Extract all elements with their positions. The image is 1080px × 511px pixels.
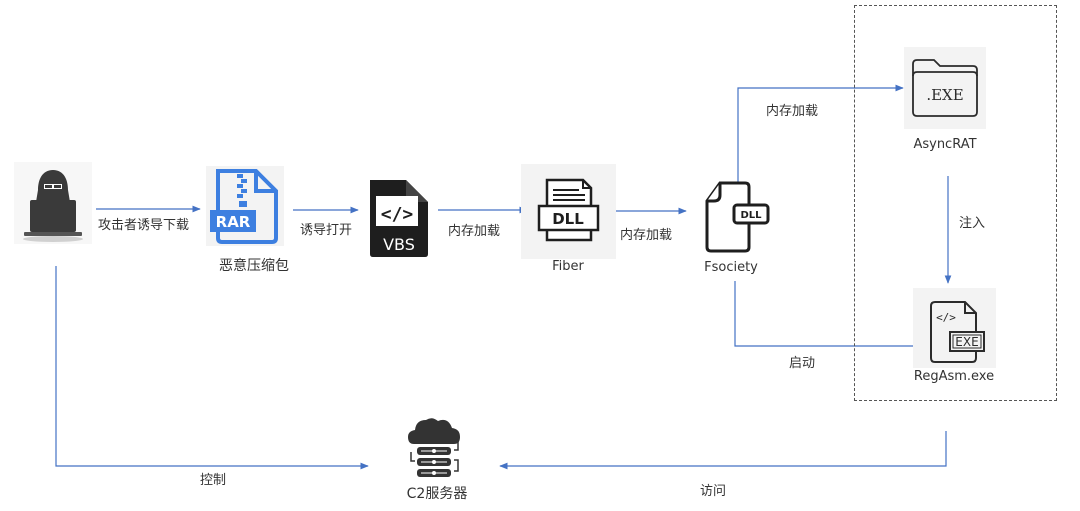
dll-document-icon: DLL xyxy=(705,181,770,253)
edge-label-attacker-to-rar: 攻击者诱导下载 xyxy=(98,218,190,233)
dll-badge-text: DLL xyxy=(552,210,584,228)
edge-label-vbs-to-fiber: 内存加载 xyxy=(448,224,501,239)
exe-code-file-icon: </> EXE xyxy=(930,301,985,363)
asyncrat-node[interactable]: .EXE xyxy=(904,47,986,129)
vbs-code-glyph: </> xyxy=(381,204,414,225)
asyncrat-badge-text: .EXE xyxy=(926,86,963,104)
attacker-node[interactable] xyxy=(14,162,92,244)
edge-label-rar-to-vbs: 诱导打开 xyxy=(300,223,353,238)
c2-node[interactable] xyxy=(402,414,472,482)
exe-folder-icon: .EXE xyxy=(912,59,978,117)
rar-badge-text: RAR xyxy=(216,213,251,231)
fiber-node[interactable]: DLL xyxy=(521,164,616,259)
edge-label-asyncrat-to-regasm: 注入 xyxy=(959,216,986,231)
edge-attacker-to-c2 xyxy=(55,266,369,470)
vbs-file-icon: </> VBS xyxy=(370,180,428,257)
c2-node-label: C2服务器 xyxy=(406,486,468,502)
vbs-badge-text: VBS xyxy=(383,235,415,254)
asyncrat-node-label: AsyncRAT xyxy=(913,137,977,152)
fiber-node-label: Fiber xyxy=(552,259,584,274)
regasm-node[interactable]: </> EXE xyxy=(913,288,996,368)
fsociety-node[interactable]: DLL xyxy=(703,181,775,253)
cloud-server-icon xyxy=(408,418,460,477)
regasm-badge-text: EXE xyxy=(955,335,978,349)
edge-regasm-to-c2 xyxy=(499,431,947,470)
regasm-code-glyph: </> xyxy=(936,311,956,324)
edge-label-fiber-to-fsociety: 内存加载 xyxy=(620,228,673,243)
edge-label-attacker-to-c2: 控制 xyxy=(200,473,227,488)
regasm-node-label: RegAsm.exe xyxy=(913,369,995,384)
edge-fsociety-to-asyncrat xyxy=(737,84,904,183)
dll-file-icon: DLL xyxy=(537,178,600,242)
vbs-node[interactable]: </> VBS xyxy=(364,176,434,258)
process-group-box xyxy=(854,5,1057,401)
edge-label-fsociety-to-asyncrat: 内存加载 xyxy=(766,104,819,119)
rar-node-label: 恶意压缩包 xyxy=(219,258,289,274)
hacker-laptop-icon xyxy=(23,170,83,242)
edge-fsociety-to-regasm xyxy=(734,281,922,350)
fsociety-badge-text: DLL xyxy=(740,210,762,221)
edge-label-fsociety-to-regasm: 启动 xyxy=(789,356,816,371)
edge-label-regasm-to-c2: 访问 xyxy=(700,484,727,499)
fsociety-node-label: Fsociety xyxy=(704,260,758,275)
rar-archive-icon: RAR xyxy=(210,169,278,244)
rar-node[interactable]: RAR xyxy=(206,166,284,246)
